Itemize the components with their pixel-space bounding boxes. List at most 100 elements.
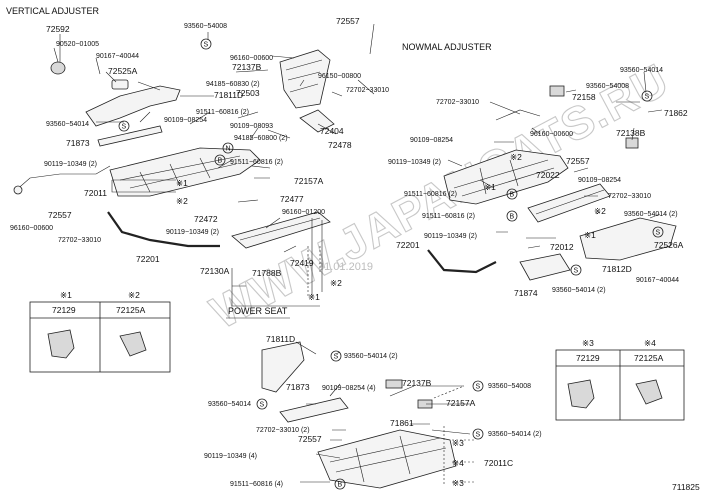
callout-labels: 72592 90520−01005 90167−40044 72525A 935… [10,16,688,488]
section-normal-adjuster: NOWMAL ADJUSTER [402,42,492,52]
svg-text:S: S [574,268,579,275]
callout-71811D-b: 71811D [266,334,295,344]
svg-text:S: S [204,42,209,49]
callout-93560-54014-f: 93560−54014 [208,401,251,408]
callout-71873-a: 71873 [66,138,90,148]
link-part [299,109,335,133]
s-marker-3: S [641,90,653,102]
bracket-part [97,125,163,147]
legend-right-mark3: ※3 [582,338,594,348]
leaders-vertical-2 [207,23,375,253]
callout-90119-10349-e: 90119−10349 (4) [204,453,257,460]
upper-bracket-detail [285,59,323,93]
callout-72702-33010-a: 72702−33010 [346,87,389,94]
callout-93560-54014-d: 93560−54014 [620,67,663,74]
leaders-normal [447,101,661,249]
callout-93560-54014-c: 93560−54014 (2) [552,287,606,294]
callout-72404: 72404 [320,126,344,136]
callout-72702-33010-c: 72702−33010 [436,99,479,106]
callout-72503: 72503 [236,88,260,98]
leaders-normal-2 [565,71,663,141]
callout-72138B: 72138B [616,128,646,138]
handle-cover-part [85,85,181,127]
side-cover-part [579,217,677,261]
trim-part [519,253,571,281]
callout-96160-00600-b: 96160−00600 [10,225,53,232]
leaders-power-seat-dashed [433,385,476,486]
leaders-vertical [53,34,291,203]
svg-text:S: S [476,432,481,439]
callout-71874: 71874 [514,288,538,298]
mark-star1-d: ※1 [584,230,596,240]
power-frame-part [317,429,457,489]
s-marker-9: S [472,428,484,440]
legend-table-right: ※3 ※4 72129 72125A [555,338,685,421]
seat-rail-detail [119,155,241,193]
s-marker-7: S [472,380,484,392]
svg-text:S: S [656,230,661,237]
callout-90109-08254-a: 90109−08254 [164,117,207,124]
callout-93560-54008-b: 93560−54008 [586,83,629,90]
callout-96150-00800: 96150−00800 [318,73,361,80]
callout-90109-08093: 90109−08093 [230,123,273,130]
mark-star2-b: ※2 [330,278,342,288]
legend-left-mark1: ※1 [60,290,72,300]
callout-94185-60830: 94185−60830 (2) [206,81,260,88]
callout-72012: 72012 [550,242,574,252]
callout-72157A-a: 72157A [294,176,324,186]
svg-text:S: S [122,124,127,131]
callout-93560-54014-b: 93560−54014 (2) [624,211,678,218]
connector-part [13,185,23,195]
lever-part [111,79,129,90]
callout-72158: 72158 [572,92,596,102]
svg-text:B: B [510,214,515,221]
leaders-power-bracket [231,218,323,307]
callout-72702-33010-b: 72702−33010 [58,237,101,244]
svg-text:B: B [338,482,343,489]
svg-text:S: S [334,354,339,361]
callout-90119-10349-d: 90119−10349 (2) [424,233,477,240]
callout-93560-54014-e: 93560−54014 (2) [344,353,398,360]
reference-marks: ※1 ※2 ※2 ※1 ※2 ※1 ※2 ※1 ※3 ※4 ※3 S S S S… [118,38,664,490]
wire-harness [13,165,111,193]
callout-72477: 72477 [280,194,304,204]
legend-right-part3-drawing [567,379,595,409]
section-power-seat: POWER SEAT [228,306,288,316]
callout-72472: 72472 [194,214,218,224]
svg-text:S: S [260,402,265,409]
legend-right-part4: 72125A [634,353,664,363]
leaders-72011 [111,179,176,193]
clip-part-2 [625,137,639,149]
callout-72526A: 72526A [654,240,684,250]
mark-star1-b: ※1 [308,292,320,302]
upper-bracket-part [279,49,331,109]
legend-right-mark4: ※4 [644,338,656,348]
s-marker-8: S [256,398,268,410]
callout-93560-54014-a: 93560−54014 [46,121,89,128]
mark-star2-a: ※2 [176,196,188,206]
callout-90167-40044-a: 90167−40044 [96,53,139,60]
svg-text:B: B [218,158,223,165]
callout-72592: 72592 [46,24,70,34]
callout-72557-a: 72557 [336,16,360,26]
callout-72011: 72011 [84,188,107,198]
callout-71862: 71862 [664,108,688,118]
callout-96160-00600-c: 96160−00600 [530,131,573,138]
svg-text:N: N [226,146,231,153]
power-rail-detail [239,217,321,241]
callout-90119-10349-a: 90119−10349 (2) [44,161,97,168]
callout-91511-60816-e: 91511−60816 (4) [230,481,283,488]
n-marker-1: N [222,142,234,154]
callout-72557-d: 72557 [298,434,322,444]
legend-left-part2-drawing [119,331,147,357]
figure-number: 711825 [672,482,700,492]
callout-96160-01200: 96160−01200 [282,209,325,216]
legend-right-part3: 72129 [576,353,600,363]
callout-93560-54008-c: 93560−54008 [488,383,531,390]
callout-72702-33010-d: 72702−33010 [608,193,651,200]
mark-star4-a: ※4 [452,458,464,468]
s-marker-1: S [200,38,212,50]
normal-rail-lower-detail [535,189,605,215]
legend-left-part1: 72129 [52,305,76,315]
